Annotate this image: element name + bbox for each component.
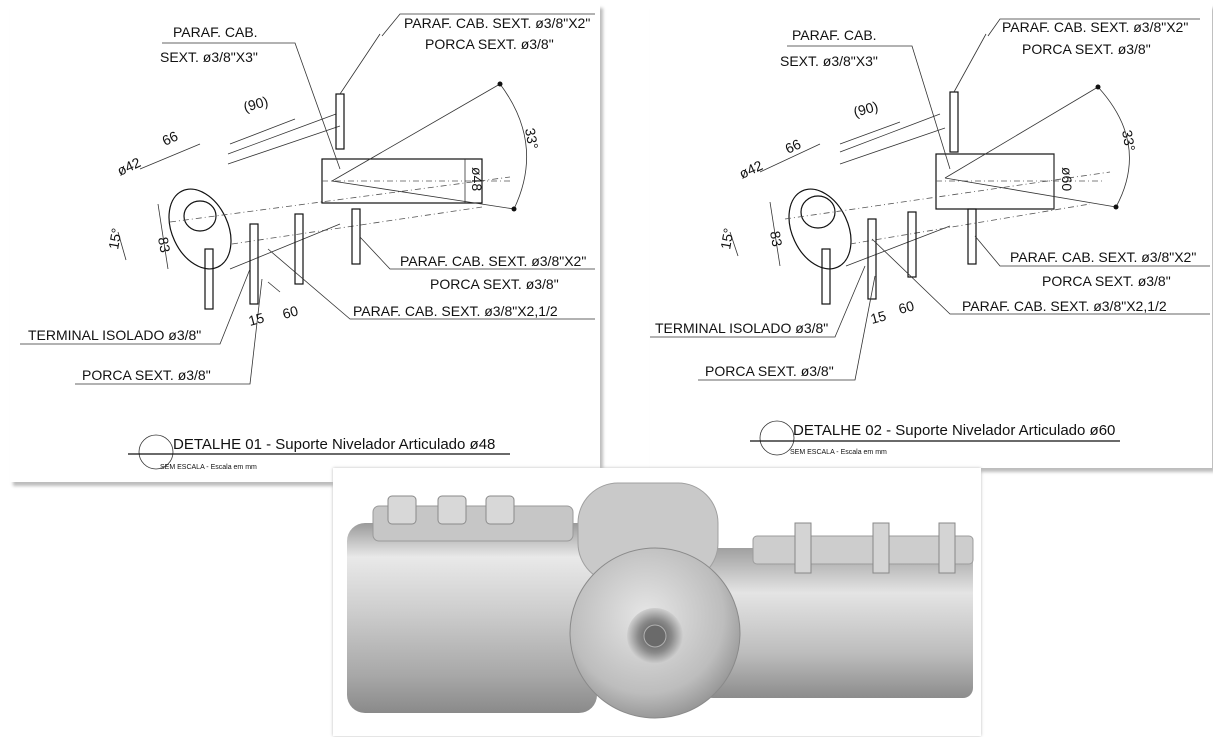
bore-circle <box>183 200 217 232</box>
detail-title: DETALHE 01 - Suporte Nivelador Articulad… <box>173 436 495 453</box>
product-photo <box>333 468 981 736</box>
dim-15-deg: 15° <box>717 227 736 251</box>
dim-60: 60 <box>897 297 916 317</box>
lower-bolt-3 <box>967 208 977 265</box>
label-top-bolt-right-1: PARAF. CAB. SEXT. ø3/8"X2" <box>404 15 590 31</box>
label-bottom-bolt: PARAF. CAB. SEXT. ø3/8"X2,1/2 <box>353 303 558 319</box>
dim-90: (90) <box>852 98 880 120</box>
label-top-bolt-right-2: PORCA SEXT. ø3/8" <box>425 36 554 52</box>
label-top-bolt-right-2: PORCA SEXT. ø3/8" <box>1022 41 1151 57</box>
label-top-bolt-left-2: SEXT. ø3/8"X3" <box>160 49 258 65</box>
label-bottom-bolt: PARAF. CAB. SEXT. ø3/8"X2,1/2 <box>962 298 1167 314</box>
detail-subtitle: SEM ESCALA - Escala em mm <box>790 449 887 456</box>
lower-bolt-2 <box>907 211 917 278</box>
lower-bolt-3 <box>351 208 361 265</box>
title-circle <box>138 434 174 470</box>
dim-phi42: ø42 <box>115 154 144 179</box>
tube-outline <box>935 153 1055 210</box>
dim-15: 15 <box>247 309 266 329</box>
dim-15: 15 <box>869 307 888 327</box>
bore-circle <box>800 195 836 229</box>
lower-bolt-2 <box>294 213 304 285</box>
label-right-bolt-2: PORCA SEXT. ø3/8" <box>430 276 559 292</box>
dim-tube: ø60 <box>1059 167 1075 191</box>
dim-83: 83 <box>767 230 785 248</box>
right-wing-screws <box>794 522 956 574</box>
detail-01-drawing: PARAF. CAB. SEXT. ø3/8"X3" PARAF. CAB. S… <box>20 13 595 471</box>
dim-33-deg: 33° <box>1119 129 1138 153</box>
dim-66: 66 <box>783 136 804 157</box>
title-circle <box>759 420 795 456</box>
top-bolt <box>949 91 959 153</box>
label-top-bolt-left-2: SEXT. ø3/8"X3" <box>780 53 878 69</box>
detail-02-panel: PARAF. CAB. SEXT. ø3/8"X3" PARAF. CAB. S… <box>650 4 1212 468</box>
dim-60: 60 <box>281 302 300 322</box>
label-right-bolt-2: PORCA SEXT. ø3/8" <box>1042 273 1171 289</box>
label-top-bolt-left-1: PARAF. CAB. <box>792 27 877 43</box>
bracket-render <box>333 468 981 736</box>
dim-tube: ø48 <box>469 167 485 191</box>
label-top-bolt-left-1: PARAF. CAB. <box>173 24 258 40</box>
lower-bolt-1 <box>867 218 877 300</box>
dim-15-deg: 15° <box>105 227 124 251</box>
base-ellipse <box>788 188 852 270</box>
left-bolt-heads <box>387 495 515 525</box>
detail-subtitle: SEM ESCALA - Escala em mm <box>160 464 257 471</box>
label-terminal: TERMINAL ISOLADO ø3/8" <box>28 327 201 343</box>
dim-33-deg: 33° <box>522 127 541 151</box>
detail-02-drawing: PARAF. CAB. SEXT. ø3/8"X3" PARAF. CAB. S… <box>650 18 1210 456</box>
label-top-bolt-right-1: PARAF. CAB. SEXT. ø3/8"X2" <box>1002 19 1188 35</box>
left-clamp-plate <box>372 505 574 542</box>
label-terminal: TERMINAL ISOLADO ø3/8" <box>655 320 828 336</box>
dim-83: 83 <box>155 236 173 254</box>
lower-bolt-1 <box>249 223 259 305</box>
label-right-bolt-1: PARAF. CAB. SEXT. ø3/8"X2" <box>1010 249 1196 265</box>
label-nut: PORCA SEXT. ø3/8" <box>705 363 834 379</box>
dim-66: 66 <box>160 128 181 149</box>
detail-title: DETALHE 02 - Suporte Nivelador Articulad… <box>793 422 1115 439</box>
label-nut: PORCA SEXT. ø3/8" <box>82 367 211 383</box>
lower-bolt-4 <box>204 248 214 310</box>
top-bolt <box>335 93 345 150</box>
lower-bolt-4 <box>821 248 831 305</box>
dim-90: (90) <box>242 93 270 115</box>
label-right-bolt-1: PARAF. CAB. SEXT. ø3/8"X2" <box>400 253 586 269</box>
left-tube <box>347 523 597 713</box>
base-ellipse <box>168 188 232 270</box>
dim-phi42: ø42 <box>737 157 766 182</box>
detail-01-panel: PARAF. CAB. SEXT. ø3/8"X3" PARAF. CAB. S… <box>10 4 600 482</box>
right-tube <box>703 548 973 698</box>
